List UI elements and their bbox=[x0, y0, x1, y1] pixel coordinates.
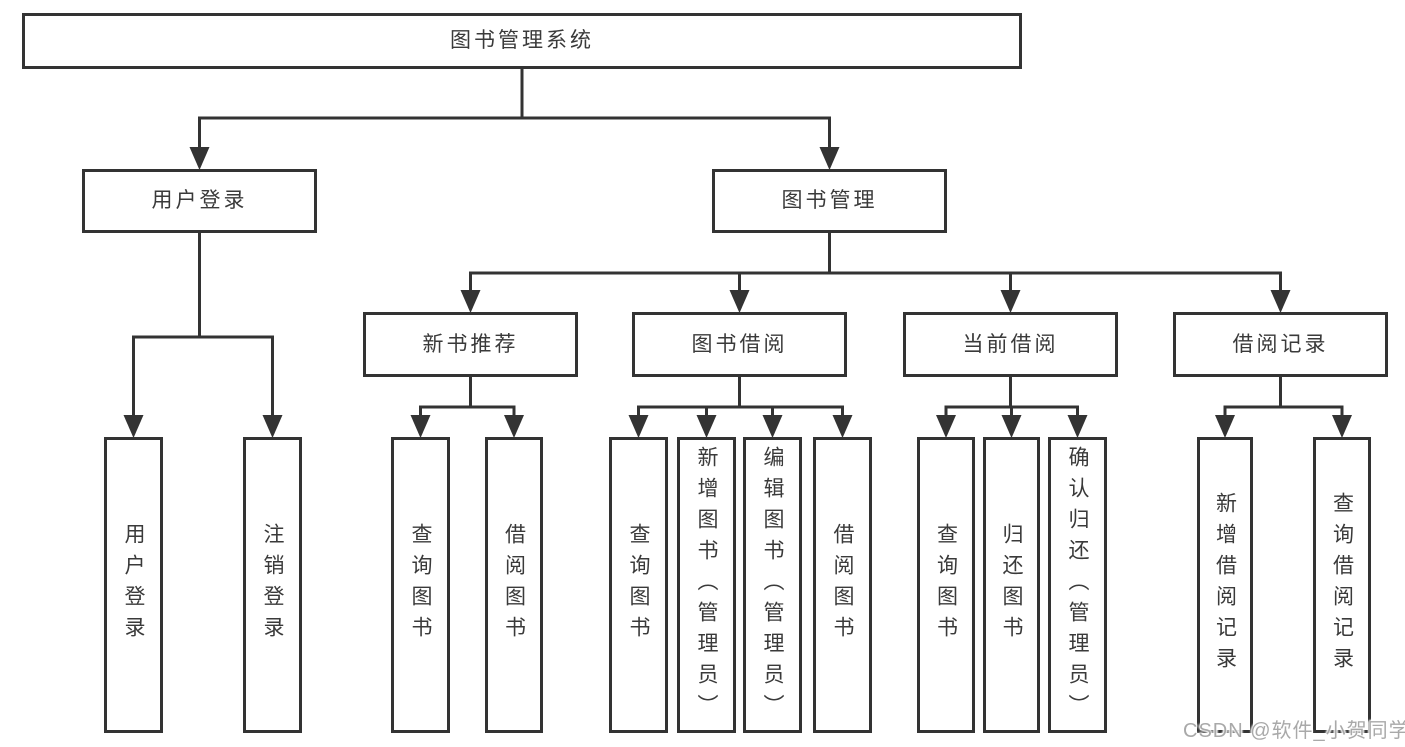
arrowhead bbox=[1000, 290, 1021, 313]
node-label: 新增图书（管理员） bbox=[695, 445, 718, 725]
arrowhead bbox=[696, 415, 717, 438]
arrowhead bbox=[123, 415, 144, 438]
node-label: 查询借阅记录 bbox=[1330, 492, 1354, 678]
node-records: 借阅记录 bbox=[1173, 312, 1388, 377]
arrowhead bbox=[504, 415, 524, 438]
node-cur-confirm: 确认归还（管理员） bbox=[1048, 437, 1107, 733]
node-bor-query: 查询图书 bbox=[609, 437, 668, 733]
node-borrowing: 图书借阅 bbox=[632, 312, 847, 377]
node-user-login: 用户登录 bbox=[104, 437, 163, 733]
node-label: 图书借阅 bbox=[691, 332, 788, 356]
node-recd-add: 新增借阅记录 bbox=[1197, 437, 1253, 733]
node-label: 查询图书 bbox=[934, 523, 958, 647]
node-label: 编辑图书（管理员） bbox=[761, 445, 784, 725]
node-label: 图书管理系统 bbox=[450, 29, 594, 53]
node-bor-borrow: 借阅图书 bbox=[813, 437, 872, 733]
node-root: 图书管理系统 bbox=[22, 13, 1022, 69]
node-login: 用户登录 bbox=[82, 169, 317, 233]
node-label: 归还图书 bbox=[1000, 523, 1023, 647]
node-user-logout: 注销登录 bbox=[243, 437, 302, 733]
node-cur-return: 归还图书 bbox=[983, 437, 1040, 733]
node-current: 当前借阅 bbox=[903, 312, 1118, 377]
arrowhead bbox=[628, 415, 649, 438]
arrowhead bbox=[729, 290, 750, 313]
node-label: 用户登录 bbox=[151, 189, 248, 213]
arrowhead bbox=[1270, 290, 1291, 313]
node-recommend: 新书推荐 bbox=[363, 312, 578, 377]
node-label: 确认归还（管理员） bbox=[1066, 445, 1089, 725]
node-label: 借阅记录 bbox=[1232, 332, 1329, 356]
node-label: 用户登录 bbox=[122, 523, 145, 647]
node-label: 查询图书 bbox=[409, 523, 432, 647]
arrowhead bbox=[762, 415, 783, 438]
node-rec-borrow: 借阅图书 bbox=[485, 437, 543, 733]
arrowhead bbox=[1067, 415, 1088, 438]
arrowhead bbox=[410, 415, 431, 438]
node-label: 新增借阅记录 bbox=[1213, 492, 1237, 678]
watermark: CSDN @软件_小贺同学 bbox=[1183, 720, 1405, 742]
arrowhead bbox=[832, 415, 853, 438]
node-label: 借阅图书 bbox=[502, 523, 526, 647]
arrowhead bbox=[1001, 415, 1022, 438]
arrowhead bbox=[936, 415, 956, 438]
node-label: 图书管理 bbox=[781, 189, 878, 213]
node-bor-edit: 编辑图书（管理员） bbox=[743, 437, 802, 733]
arrowhead bbox=[262, 415, 283, 438]
node-rec-query: 查询图书 bbox=[391, 437, 450, 733]
arrowhead bbox=[819, 147, 840, 170]
node-mgmt: 图书管理 bbox=[712, 169, 947, 233]
node-label: 当前借阅 bbox=[962, 332, 1059, 356]
arrowhead bbox=[1215, 415, 1235, 438]
node-label: 借阅图书 bbox=[831, 523, 854, 647]
node-cur-query: 查询图书 bbox=[917, 437, 975, 733]
node-label: 注销登录 bbox=[261, 523, 284, 647]
node-bor-add: 新增图书（管理员） bbox=[677, 437, 736, 733]
node-recd-query: 查询借阅记录 bbox=[1313, 437, 1371, 733]
arrowhead bbox=[460, 290, 481, 313]
arrowhead bbox=[1332, 415, 1352, 438]
node-label: 新书推荐 bbox=[422, 332, 519, 356]
node-label: 查询图书 bbox=[627, 523, 650, 647]
arrowhead bbox=[189, 147, 210, 170]
